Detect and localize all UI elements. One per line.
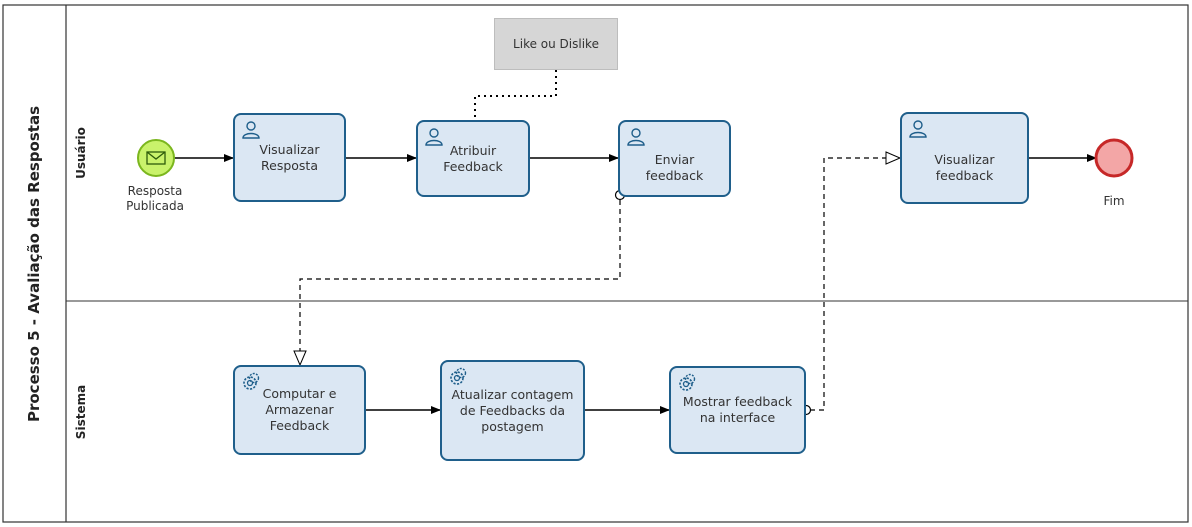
task-enviar-feedback-label: Enviar feedback — [645, 152, 704, 183]
task-computar-armazenar-label: Computar e Armazenar Feedback — [262, 386, 337, 433]
user-task-icon — [425, 128, 443, 146]
task-atribuir-feedback[interactable]: Atribuir Feedback — [416, 120, 530, 197]
task-visualizar-feedback-label: Visualizar feedback — [934, 152, 995, 183]
task-mostrar-feedback-label: Mostrar feedback na interface — [682, 394, 793, 425]
task-atualizar-contagem[interactable]: Atualizar contagem de Feedbacks da posta… — [440, 360, 585, 461]
end-event-label: Fim — [1103, 194, 1125, 208]
end-event[interactable] — [1094, 138, 1134, 178]
lane-sistema-label: Sistema — [74, 384, 88, 439]
lane-title-usuario: Usuário — [66, 5, 96, 301]
start-event-label: Resposta Publicada — [126, 184, 184, 213]
envelope-icon — [146, 151, 166, 165]
message-flow-mostrar-to-visualizarfb — [810, 158, 900, 411]
task-atualizar-contagem-label: Atualizar contagem de Feedbacks da posta… — [451, 386, 574, 434]
task-visualizar-resposta[interactable]: Visualizar Resposta — [233, 113, 346, 202]
service-task-icon — [243, 372, 260, 390]
service-task-icon — [450, 367, 467, 385]
task-enviar-feedback[interactable]: Enviar feedback — [618, 120, 731, 197]
pool-title-text: Processo 5 - Avaliação das Respostas — [25, 105, 43, 422]
task-visualizar-feedback[interactable]: Visualizar feedback — [900, 112, 1029, 204]
lane-title-sistema: Sistema — [66, 301, 96, 522]
pool-border — [2, 4, 1189, 523]
user-task-icon — [909, 120, 927, 138]
pool-title: Processo 5 - Avaliação das Respostas — [3, 5, 65, 522]
service-task-icon — [679, 373, 696, 391]
annotation-association — [474, 70, 557, 118]
user-task-icon — [627, 128, 645, 146]
task-visualizar-resposta-label: Visualizar Resposta — [259, 141, 320, 173]
task-mostrar-feedback[interactable]: Mostrar feedback na interface — [669, 366, 806, 454]
task-computar-armazenar[interactable]: Computar e Armazenar Feedback — [233, 365, 366, 455]
annotation-like-dislike[interactable]: Like ou Dislike — [494, 18, 618, 70]
message-flow-enviar-to-computar — [300, 200, 621, 365]
task-atribuir-feedback-label: Atribuir Feedback — [443, 142, 503, 174]
lane-usuario-label: Usuário — [74, 127, 88, 179]
user-task-icon — [242, 121, 260, 139]
